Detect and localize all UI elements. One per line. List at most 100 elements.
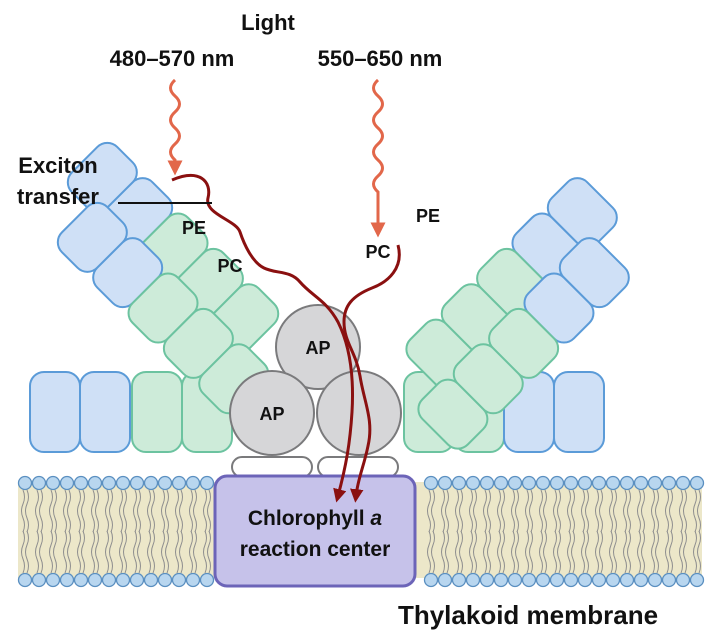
lipid-head [129, 572, 145, 588]
lipid-tail [77, 530, 81, 574]
lipid-head [507, 475, 523, 491]
lipid-tail [427, 489, 431, 533]
lipid-tail [585, 530, 589, 574]
lipid-tail [525, 489, 529, 533]
lipid-tail [511, 530, 515, 574]
lipid-tail [203, 489, 207, 533]
lipid-heads-top [17, 475, 705, 491]
lipid-head [493, 572, 509, 588]
pe-right-label: PE [416, 206, 440, 226]
lipid-head [437, 475, 453, 491]
ap-top-label: AP [305, 338, 330, 358]
lipid-tail [483, 530, 487, 574]
lipid-head [115, 572, 131, 588]
lipid-tail [525, 530, 529, 574]
pe-disc [79, 371, 131, 453]
lipid-head [31, 475, 47, 491]
lipid-tail [543, 489, 547, 533]
lipid-head [59, 475, 75, 491]
lipid-tail [427, 530, 431, 574]
lipid-tail [483, 489, 487, 533]
pe-disc [553, 371, 605, 453]
lipid-tail [581, 530, 585, 574]
lipid-tail [623, 530, 627, 574]
lipid-tail [543, 530, 547, 574]
lipid-tail [669, 530, 673, 574]
lipid-tail [39, 530, 43, 574]
pc-right-label: PC [365, 242, 390, 262]
lipid-tail [469, 489, 473, 533]
lipid-tail [473, 489, 477, 533]
lipid-tail [431, 530, 435, 574]
lipid-tail [39, 489, 43, 533]
lipid-tail [665, 489, 669, 533]
lipid-tail [637, 530, 641, 574]
right-diagonal-rods [405, 177, 630, 450]
lipid-head [115, 475, 131, 491]
lipid-head [661, 572, 677, 588]
lipid-head [465, 572, 481, 588]
lipid-tail [515, 530, 519, 574]
lipid-tail [459, 489, 463, 533]
lipid-tail [497, 489, 501, 533]
lipid-tail [431, 489, 435, 533]
lipid-tail [105, 489, 109, 533]
lipid-head [451, 475, 467, 491]
lipid-tail [599, 530, 603, 574]
lipid-tail [35, 489, 39, 533]
lipid-head [647, 572, 663, 588]
lipid-head [689, 475, 705, 491]
lipid-tail [609, 530, 613, 574]
lipid-tail [53, 489, 57, 533]
lipid-head [73, 572, 89, 588]
pe-disc [29, 371, 81, 453]
lipid-tail [25, 530, 29, 574]
lipid-tail [161, 530, 165, 574]
lipid-tail [63, 489, 67, 533]
lipid-tail [147, 489, 151, 533]
lipid-tail [567, 530, 571, 574]
lipid-head [185, 572, 201, 588]
lipid-tail [147, 530, 151, 574]
reaction-center-label-line1: Chlorophyll a [248, 507, 383, 530]
lipid-head [451, 572, 467, 588]
lipid-head [633, 572, 649, 588]
pc-disc [131, 371, 183, 453]
linker-pill-right [317, 456, 399, 478]
lipid-tail [137, 530, 141, 574]
lipid-head [87, 475, 103, 491]
lipid-tail [679, 530, 683, 574]
lipid-tails [21, 489, 701, 574]
lipid-tail [571, 489, 575, 533]
lipid-tail [175, 530, 179, 574]
lipid-tail [109, 530, 113, 574]
lipid-head [479, 475, 495, 491]
lipid-tail [21, 489, 25, 533]
lipid-tail [539, 489, 543, 533]
lipid-head [591, 475, 607, 491]
lipid-tail [455, 530, 459, 574]
lipid-tail [567, 489, 571, 533]
lipid-head [563, 475, 579, 491]
lipid-tail [207, 530, 211, 574]
ap-circle-bottom-left [229, 370, 315, 456]
lipid-tail [683, 530, 687, 574]
lipid-tail [693, 489, 697, 533]
lipid-tail [67, 530, 71, 574]
lipid-tail [105, 530, 109, 574]
lipid-head [535, 572, 551, 588]
light-arrow-left [167, 78, 183, 176]
light-arrow-right [370, 78, 386, 238]
lipid-tail [189, 530, 193, 574]
lipid-head [675, 475, 691, 491]
lipid-tail [669, 489, 673, 533]
lipid-head [437, 572, 453, 588]
exciton-label-line2: transfer [17, 184, 99, 209]
lipid-tail [651, 530, 655, 574]
light-label: Light [241, 10, 295, 35]
reaction-center-label-line2: reaction center [240, 538, 391, 561]
lipid-tail [627, 530, 631, 574]
lipid-tail [21, 530, 25, 574]
lipid-head [549, 572, 565, 588]
lipid-tail [529, 489, 533, 533]
